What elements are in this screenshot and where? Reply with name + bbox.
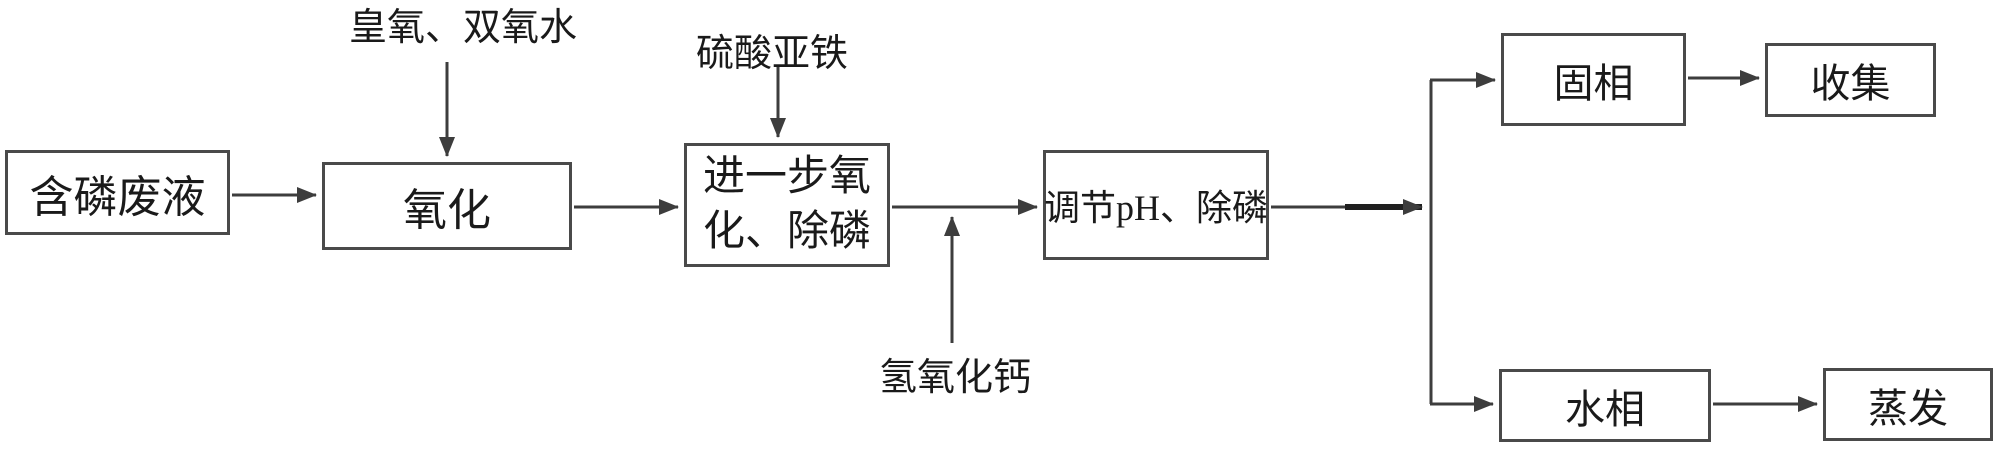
node-further-oxidation: 进一步氧化、除磷	[684, 143, 890, 267]
label-ferrous-sulfate: 硫酸亚铁	[695, 33, 849, 75]
label-ozone-peroxide: 皇氧、双氧水	[348, 7, 578, 49]
node-waste-liquid: 含磷废液	[5, 150, 230, 235]
node-oxidation: 氧化	[322, 162, 572, 250]
node-collection: 收集	[1765, 43, 1936, 117]
label-calcium-hydroxide: 氢氧化钙	[878, 357, 1032, 399]
node-adjust-ph: 调节pH、除磷	[1043, 150, 1269, 260]
node-evaporation: 蒸发	[1823, 368, 1993, 441]
node-water-phase: 水相	[1499, 369, 1711, 442]
node-solid-phase: 固相	[1501, 33, 1686, 126]
